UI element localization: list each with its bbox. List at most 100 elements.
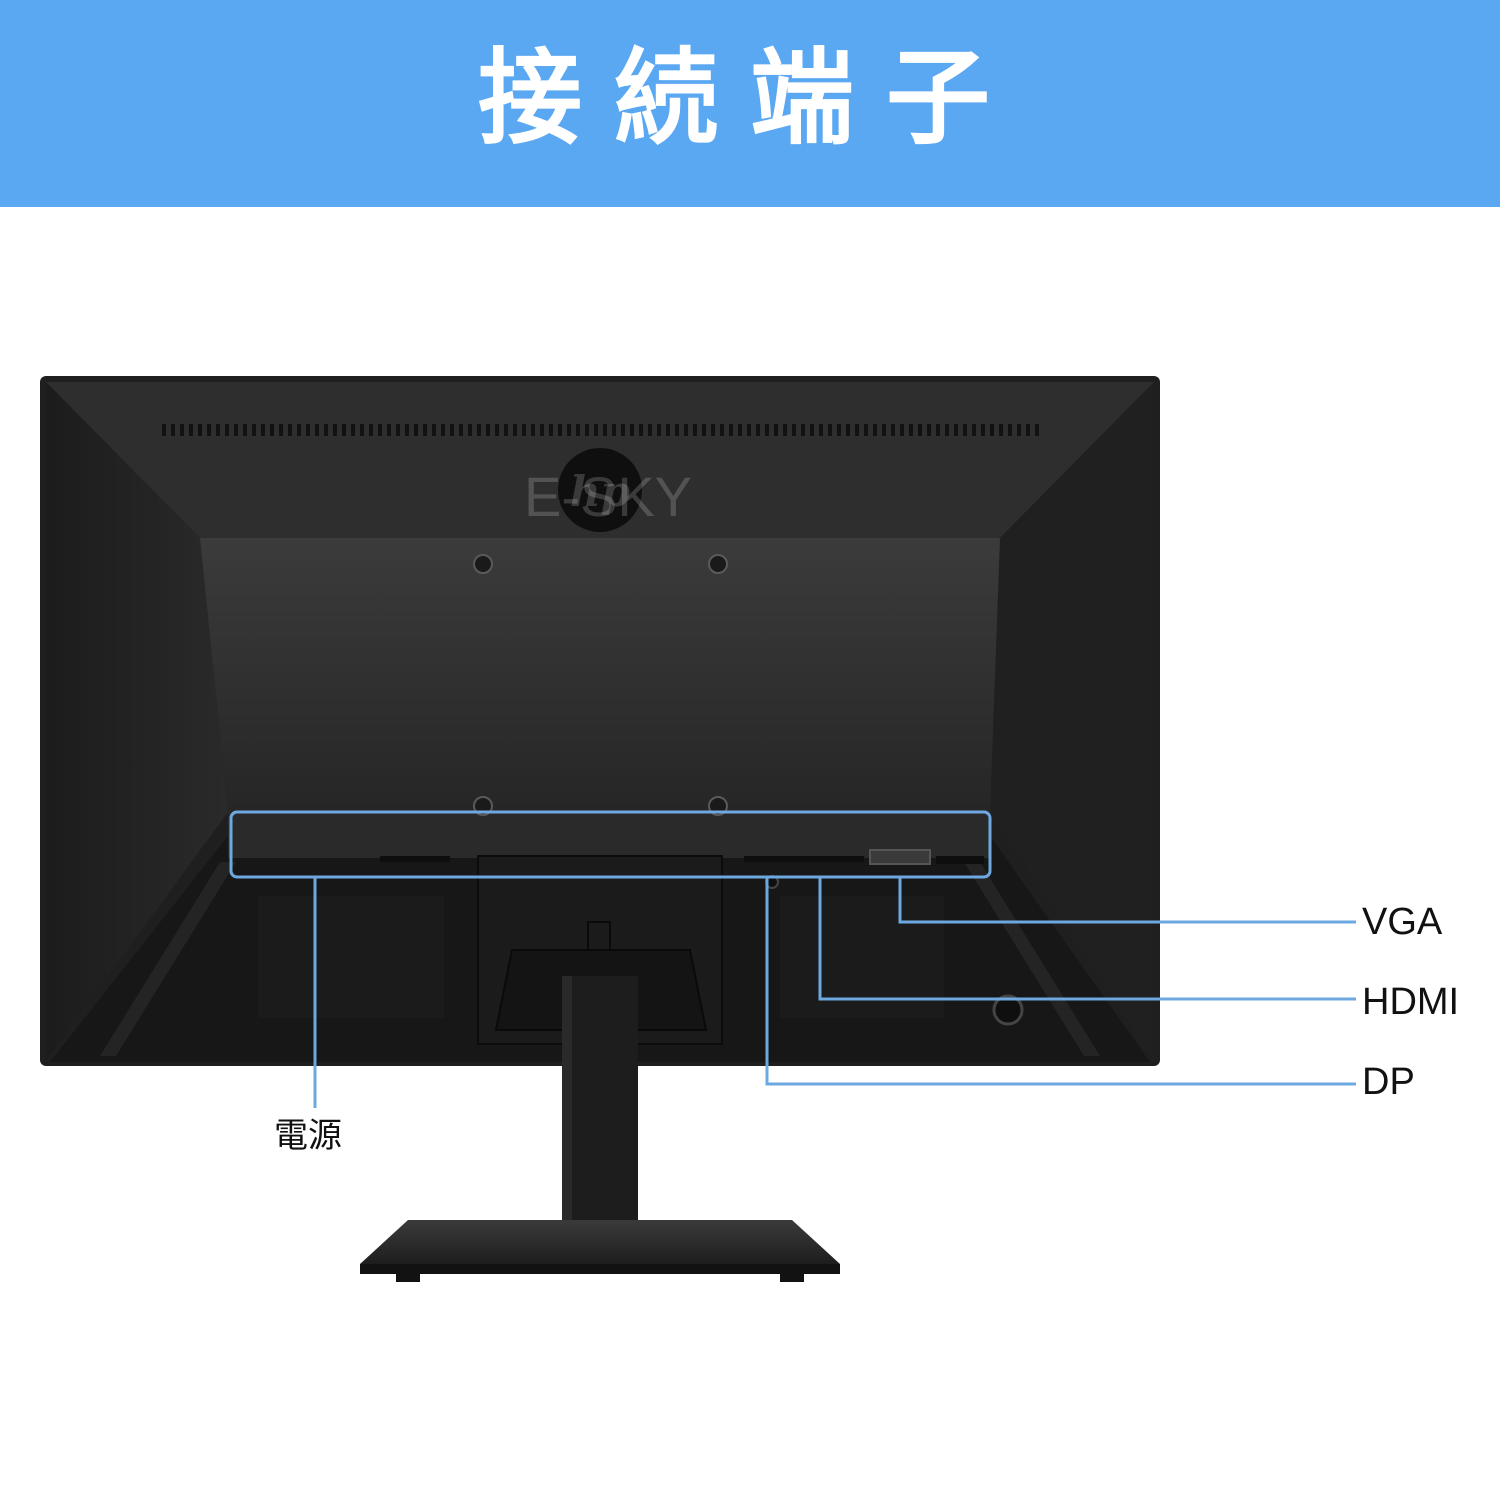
vent-slot: [882, 424, 886, 436]
vent-slot: [450, 424, 454, 436]
vent-slot: [531, 424, 535, 436]
hdmi-label: HDMI: [1362, 981, 1460, 1023]
vent-slot: [738, 424, 742, 436]
vent-slot: [864, 424, 868, 436]
vent-slot: [1035, 424, 1039, 436]
vent-slot: [792, 424, 796, 436]
vent-slot: [315, 424, 319, 436]
vent-slot: [603, 424, 607, 436]
vent-slot: [162, 424, 166, 436]
vent-slot: [630, 424, 634, 436]
vent-slot: [495, 424, 499, 436]
vent-slot: [756, 424, 760, 436]
vent-slot: [918, 424, 922, 436]
vent-slot: [225, 424, 229, 436]
vent-slot: [243, 424, 247, 436]
hdmi-leader-line: [818, 878, 1356, 1001]
dp-leader-line: [765, 878, 1356, 1086]
vent-slot: [360, 424, 364, 436]
vent-slot: [810, 424, 814, 436]
vent-slot: [288, 424, 292, 436]
vent-slot: [441, 424, 445, 436]
vent-slot: [774, 424, 778, 436]
vent-slot: [675, 424, 679, 436]
vent-slot: [585, 424, 589, 436]
vent-slot: [513, 424, 517, 436]
vent-slot: [612, 424, 616, 436]
vent-slot: [423, 424, 427, 436]
hp-logo: hp: [558, 448, 642, 532]
vent-slot: [468, 424, 472, 436]
vent-slot: [522, 424, 526, 436]
vent-slot: [900, 424, 904, 436]
callout-lines: [229, 810, 1356, 1108]
vent-slot: [963, 424, 967, 436]
vent-slot: [540, 424, 544, 436]
banner-title: 接続端子: [477, 37, 1022, 159]
vent-slot: [198, 424, 202, 436]
vent-slot: [1008, 424, 1012, 436]
dp-label: DP: [1362, 1061, 1415, 1103]
port-highlight-box: [229, 810, 992, 879]
vent-slot: [855, 424, 859, 436]
vent-slot: [234, 424, 238, 436]
vent-slot: [252, 424, 256, 436]
vent-slot: [207, 424, 211, 436]
vent-slot: [936, 424, 940, 436]
vent-slot: [639, 424, 643, 436]
vent-slot: [369, 424, 373, 436]
vent-slot: [684, 424, 688, 436]
vent-slot: [477, 424, 481, 436]
stand-base: [360, 1220, 840, 1282]
vent-slot: [180, 424, 184, 436]
vent-slot: [729, 424, 733, 436]
vent-slot: [909, 424, 913, 436]
vent-slot: [1017, 424, 1021, 436]
vent-slot: [504, 424, 508, 436]
vent-slot: [711, 424, 715, 436]
vent-slot: [657, 424, 661, 436]
port-strip: [380, 849, 1024, 1026]
vga-label: VGA: [1362, 901, 1443, 943]
vent-slot: [270, 424, 274, 436]
vent-slot: [351, 424, 355, 436]
vent-slot: [306, 424, 310, 436]
vent-slot: [378, 424, 382, 436]
watermark: E-SKY: [524, 465, 692, 528]
vent-slot: [459, 424, 463, 436]
vent-slot: [216, 424, 220, 436]
header-banner: 接続端子: [0, 0, 1500, 207]
vent-slot: [279, 424, 283, 436]
vent-slot: [999, 424, 1003, 436]
svg-text:hp: hp: [570, 467, 630, 516]
power-label: 電源: [274, 1116, 342, 1156]
vga-leader-line: [898, 878, 1356, 924]
vent-slot: [621, 424, 625, 436]
vent-slot: [189, 424, 193, 436]
vent-slot: [846, 424, 850, 436]
vent-slot: [801, 424, 805, 436]
vent-slot: [261, 424, 265, 436]
vent-slot: [1026, 424, 1030, 436]
vent-slot: [405, 424, 409, 436]
vent-slot: [837, 424, 841, 436]
vent-slot: [819, 424, 823, 436]
vent-slot: [747, 424, 751, 436]
vent-slot: [387, 424, 391, 436]
vent-slot: [720, 424, 724, 436]
vent-slot: [666, 424, 670, 436]
vent-slot: [702, 424, 706, 436]
vent-slot: [693, 424, 697, 436]
vent-slot: [873, 424, 877, 436]
vent-slot: [954, 424, 958, 436]
vent-slot: [927, 424, 931, 436]
vent-slot: [297, 424, 301, 436]
vent-slot: [990, 424, 994, 436]
vent-slot: [891, 424, 895, 436]
vent-slot: [171, 424, 175, 436]
vent-slot: [981, 424, 985, 436]
vent-slot: [567, 424, 571, 436]
vent-grille: [162, 424, 1039, 436]
vent-slot: [324, 424, 328, 436]
